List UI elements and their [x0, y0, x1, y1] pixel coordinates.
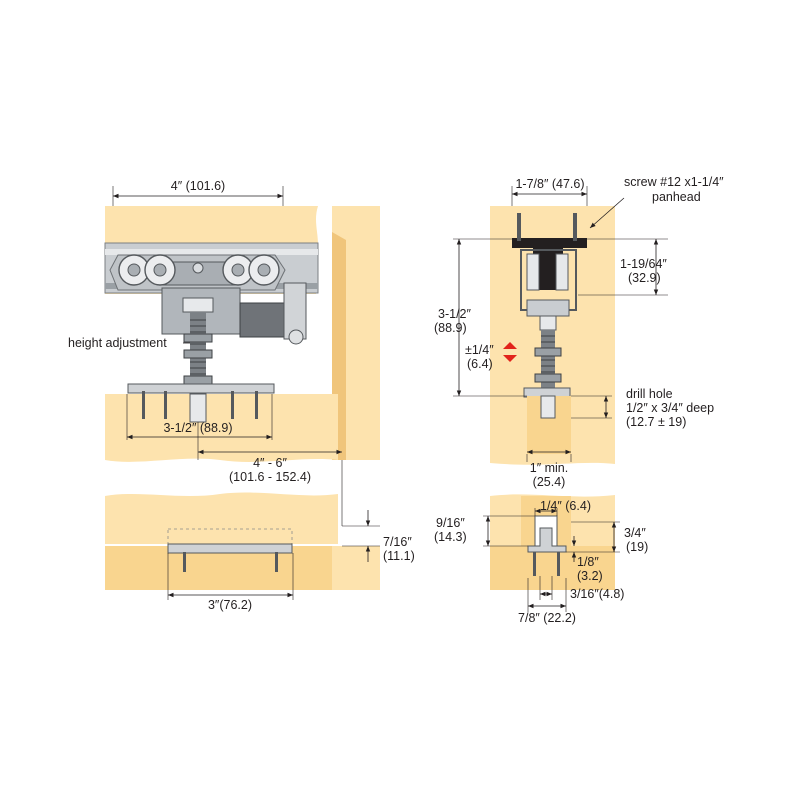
label-side-width: 1-7/8″ (47.6): [515, 177, 584, 191]
label-front-width: 4″ (101.6): [171, 179, 225, 193]
label-groove-depth-b: (14.3): [434, 530, 467, 544]
label-gap-a: 7/16″: [383, 535, 412, 549]
floor-jamb: [332, 546, 380, 590]
side-guide: [527, 527, 567, 553]
label-door-offset-a: 4″ - 6″: [253, 456, 287, 470]
label-gap-b: (11.1): [383, 549, 415, 563]
floor: [105, 546, 380, 590]
label-track-height-b: (32.9): [628, 271, 661, 285]
bolt-socket: [189, 393, 207, 423]
label-groove-width: 1/4″ (6.4): [540, 499, 591, 513]
side-floor: [490, 546, 615, 590]
label-min-b: (25.4): [533, 475, 566, 489]
door-bottom: [105, 492, 338, 544]
leader-screw: [589, 197, 625, 229]
front-view: [104, 186, 380, 600]
label-adjust-b: (6.4): [467, 357, 493, 371]
screw-icon: [533, 552, 560, 576]
label-total-height-a: 3-1/2″: [438, 307, 471, 321]
label-mount-spacing: 3-1/2″ (88.9): [163, 421, 232, 435]
label-track-height-a: 1-19/64″: [620, 257, 667, 271]
guide-outline: [167, 528, 293, 546]
label-guide-thick: 3/16″(4.8): [570, 587, 624, 601]
pivot-bolt: [192, 262, 204, 274]
door-top: [105, 394, 338, 462]
drill-hole: [540, 395, 556, 419]
label-clear-b: (3.2): [577, 569, 603, 583]
stop-screw: [288, 329, 304, 345]
label-guide-width: 3″(76.2): [208, 598, 252, 612]
side-header: [490, 206, 615, 234]
wheel-icon: [144, 254, 176, 286]
label-screw-b: panhead: [652, 190, 701, 204]
stop-block: [239, 302, 285, 338]
floor-guide: [167, 543, 293, 554]
screw-icon: [142, 391, 258, 419]
mount-plate: [127, 383, 275, 394]
side-track-top: [512, 238, 587, 248]
side-bolt: [534, 330, 562, 390]
label-min-a: 1″ min.: [530, 461, 568, 475]
label-drill-a: drill hole: [626, 387, 673, 401]
label-guide-height-b: (19): [626, 540, 648, 554]
label-drill-c: (12.7 ± 19): [626, 415, 686, 429]
side-view: [453, 186, 668, 612]
label-guide-height-a: 3/4″: [624, 526, 646, 540]
screw-icon: [183, 552, 278, 572]
label-total-height-b: (88.9): [434, 321, 467, 335]
labels: 4″ (101.6) height adjustment 3-1/2″ (88.…: [68, 175, 724, 625]
screw-icon: [517, 213, 577, 241]
label-clear-a: 1/8″: [577, 555, 599, 569]
label-height-adjustment: height adjustment: [68, 336, 167, 350]
wheel-icon: [248, 254, 280, 286]
label-groove-depth-a: 9/16″: [436, 516, 465, 530]
label-screw-a: screw #12 x1-1/4″: [624, 175, 724, 189]
label-adjust-a: ±1/4″: [465, 343, 494, 357]
wheel-icon: [118, 254, 150, 286]
label-guide-base: 7/8″ (22.2): [518, 611, 576, 625]
label-door-offset-b: (101.6 - 152.4): [229, 470, 311, 484]
bolt-head: [182, 297, 214, 313]
adjust-arrow-icon: [503, 342, 517, 362]
label-drill-b: 1/2″ x 3/4″ deep: [626, 401, 714, 415]
